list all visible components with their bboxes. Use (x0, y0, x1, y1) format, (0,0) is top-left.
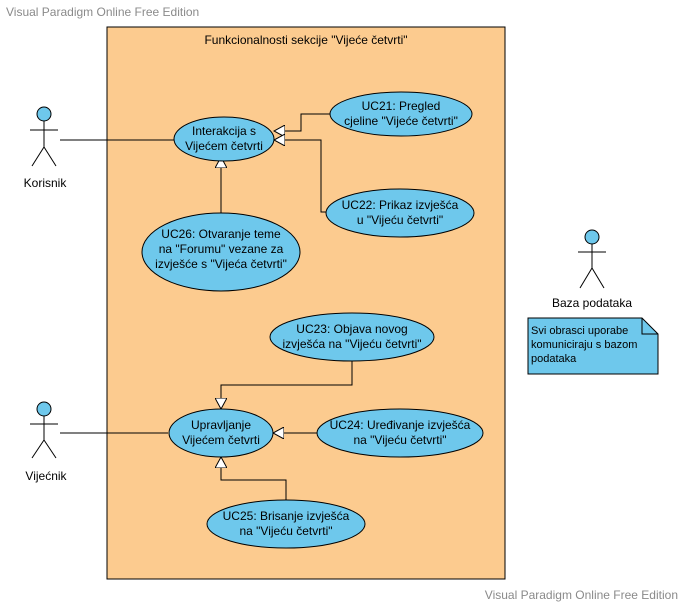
usecase-uc26[interactable]: UC26: Otvaranje teme na "Forumu" vezane … (141, 212, 301, 292)
actor-korisnik[interactable]: Korisnik (24, 106, 68, 190)
note-fold (641, 318, 658, 335)
usecase-uc25[interactable]: UC25: Brisanje izvješća na "Vijeću četvr… (206, 499, 366, 549)
usecase-uc23-line-1: UC23: Objava novog (296, 322, 407, 336)
usecase-uc26-line-2: na "Forumu" vezane za (159, 242, 284, 256)
usecase-uc25-line-1: UC25: Brisanje izvješća (223, 509, 350, 523)
actor-baza-head (584, 229, 600, 245)
note-body (527, 317, 659, 375)
actor-vijecnik[interactable]: Vijećnik (25, 401, 68, 483)
actor-korisnik-head (36, 106, 52, 122)
usecase-uc23[interactable]: UC23: Objava novog izvješća na "Vijeću č… (269, 312, 435, 362)
usecase-interakcija-line-2: Vijećem četvrti (185, 139, 263, 153)
usecase-uc22[interactable]: UC22: Prikaz izvješća u "Vijeću četvrti" (325, 188, 475, 238)
usecase-uc26-line-1: UC26: Otvaranje teme (161, 227, 281, 241)
usecase-uc23-line-2: izvješća na "Vijeću četvrti" (282, 337, 421, 351)
usecase-uc21-line-1: UC21: Pregled (362, 99, 441, 113)
usecase-uc26-line-3: izvješće s "Vijeća četvrti" (155, 257, 287, 271)
generalization-uc22[interactable] (274, 140, 326, 213)
watermark-top: Visual Paradigm Online Free Edition (6, 5, 199, 19)
actor-baza-label: Baza podataka (552, 296, 632, 310)
generalization-uc23[interactable] (221, 361, 353, 409)
usecase-upravljanje-line-1: Upravljanje (191, 418, 251, 432)
usecase-uc22-line-2: u "Vijeću četvrti" (357, 213, 443, 227)
usecase-uc21-line-2: cjeline "Vijeće četvrti" (344, 114, 458, 128)
usecase-upravljanje[interactable]: Upravljanje Vijećem četvrti (168, 408, 274, 458)
usecase-uc24[interactable]: UC24: Uređivanje izvješća na "Vijeću čet… (316, 408, 484, 458)
note-line-2: komuniciraju s bazom (531, 339, 637, 351)
usecase-uc24-line-1: UC24: Uređivanje izvješća (330, 418, 471, 432)
usecase-uc21[interactable]: UC21: Pregled cjeline "Vijeće četvrti" (329, 91, 473, 137)
actor-baza[interactable]: Baza podataka (552, 229, 632, 310)
note-line-1: Svi obrasci uporabe (531, 325, 628, 337)
usecase-uc22-line-1: UC22: Prikaz izvješća (342, 198, 459, 212)
generalization-uc21[interactable] (274, 113, 332, 131)
watermark-bottom: Visual Paradigm Online Free Edition (485, 588, 678, 602)
usecase-uc25-line-2: na "Vijeću četvrti" (239, 524, 332, 538)
actor-korisnik-label: Korisnik (24, 176, 68, 190)
actor-vijecnik-label: Vijećnik (25, 469, 67, 483)
note-line-3: podataka (531, 353, 577, 365)
system-title: Funkcionalnosti sekcije "Vijeće četvrti" (204, 33, 407, 47)
note[interactable]: Svi obrasci uporabe komuniciraju s bazom… (527, 317, 659, 375)
usecase-uc24-line-2: na "Vijeću četvrti" (353, 433, 446, 447)
usecase-interakcija-line-1: Interakcija s (192, 124, 256, 138)
actor-vijecnik-head (36, 401, 52, 417)
usecase-upravljanje-line-2: Vijećem četvrti (182, 433, 260, 447)
usecase-interakcija[interactable]: Interakcija s Vijećem četvrti (173, 116, 275, 162)
generalization-uc25[interactable] (221, 457, 287, 508)
